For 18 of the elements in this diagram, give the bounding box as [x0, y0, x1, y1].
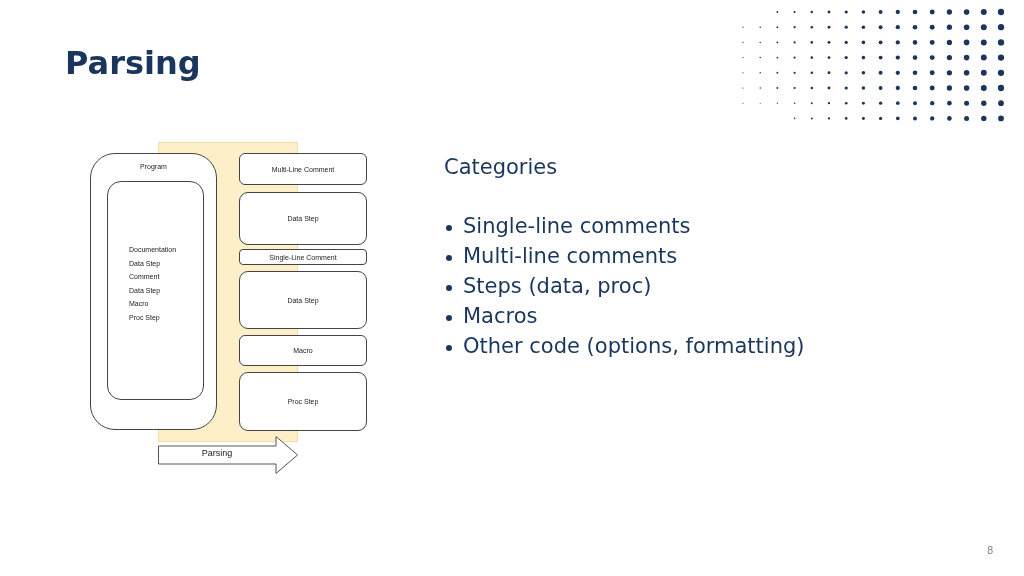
inner-box [107, 181, 204, 400]
arrow-label: Parsing [200, 448, 234, 458]
bullet-item: Multi-line comments [463, 244, 678, 268]
process-box [239, 249, 367, 265]
process-box [239, 335, 367, 366]
slide-title: Parsing [65, 44, 201, 82]
block-arrow [158, 436, 298, 474]
process-box [239, 192, 367, 245]
process-box [239, 372, 367, 431]
container-box [90, 153, 217, 430]
bullet-item: Macros [463, 304, 538, 328]
bullet-item: Steps (data, proc) [463, 274, 652, 298]
bullet-item: Single-line comments [463, 214, 691, 238]
section-heading: Categories [444, 155, 558, 179]
process-box [239, 153, 367, 185]
process-box [239, 271, 367, 329]
bullet-item: Other code (options, formatting) [463, 334, 805, 358]
page-number: 8 [987, 545, 994, 556]
